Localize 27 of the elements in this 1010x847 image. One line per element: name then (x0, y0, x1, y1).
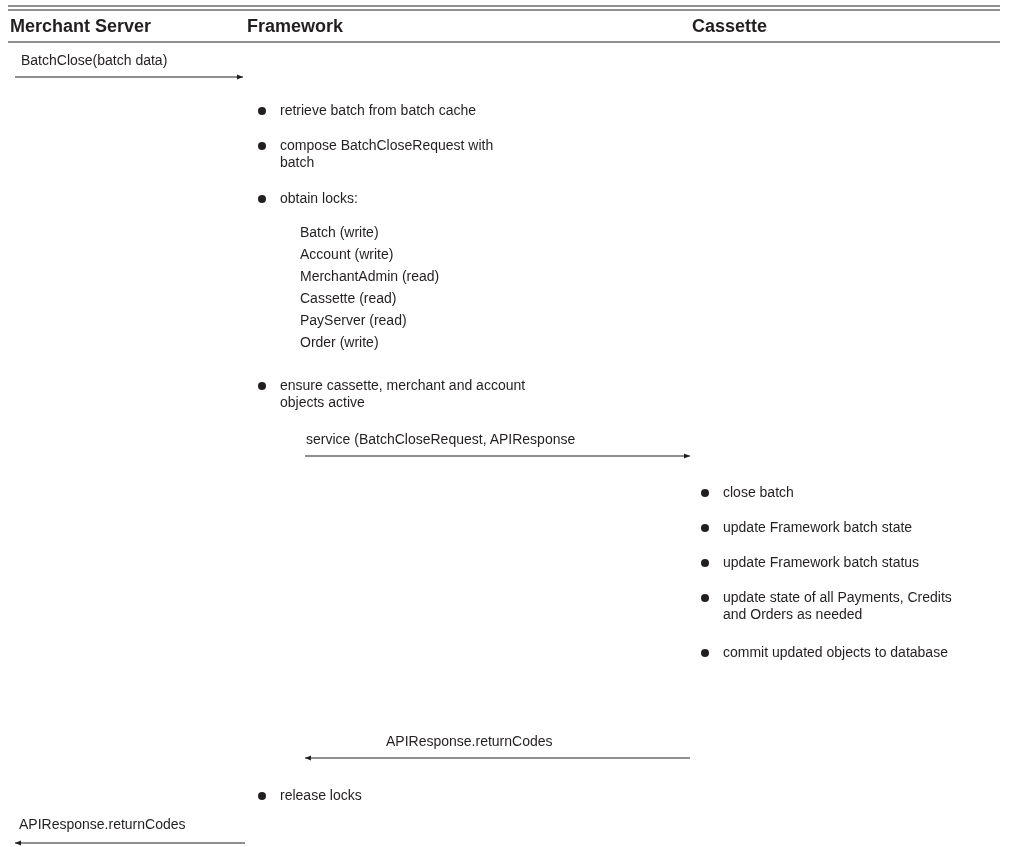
arrow (304, 453, 691, 459)
bullet-text: update state of all Payments, Credits and Orders as needed (723, 589, 953, 623)
lock-item: MerchantAdmin (read) (300, 268, 441, 285)
lock-item: PayServer (read) (300, 312, 408, 329)
bullet-text: release locks (280, 787, 363, 804)
arrow (14, 840, 246, 846)
column-header: Cassette (692, 16, 768, 37)
bullet-text: commit updated objects to database (723, 644, 949, 661)
column-header: Merchant Server (10, 16, 152, 37)
bullet-text: retrieve batch from batch cache (280, 102, 478, 119)
arrow (14, 74, 244, 80)
edge-label: APIResponse.returnCodes (18, 816, 187, 832)
edge-label: APIResponse.returnCodes (385, 733, 554, 749)
bullet-text: update Framework batch state (723, 519, 914, 536)
lock-item: Batch (write) (300, 224, 380, 241)
bullet-text: close batch (723, 484, 795, 501)
lock-item: Order (write) (300, 334, 380, 351)
lock-item: Cassette (read) (300, 290, 398, 307)
bullet-text: update Framework batch status (723, 554, 921, 571)
edge-label: service (BatchCloseRequest, APIResponse (305, 431, 577, 447)
column-header: Framework (247, 16, 344, 37)
bullet-text: obtain locks: (280, 190, 359, 207)
bullet-text: compose BatchCloseRequest with batch (280, 137, 495, 171)
bullet-text: ensure cassette, merchant and account objects active (280, 377, 527, 411)
edge-label: BatchClose(batch data) (20, 52, 169, 68)
lock-item: Account (write) (300, 246, 395, 263)
arrow (304, 755, 691, 761)
